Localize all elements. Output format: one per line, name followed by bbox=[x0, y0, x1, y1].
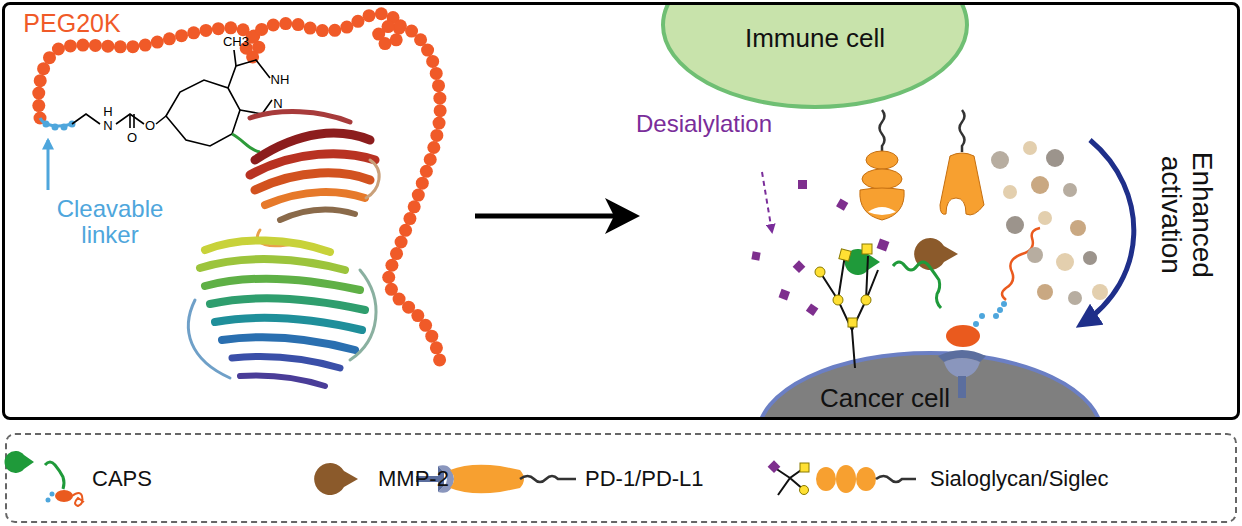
peg-bead bbox=[255, 23, 268, 36]
peg-bead bbox=[52, 43, 65, 56]
peg-bead bbox=[187, 26, 200, 39]
peg-bead bbox=[279, 17, 292, 30]
legend-text: Sialoglycan/Siglec bbox=[930, 467, 1109, 491]
legend-text: PD-1/PD-L1 bbox=[585, 467, 704, 491]
cell-outline bbox=[660, 2, 970, 110]
effect-label: Enhanced activation bbox=[1155, 140, 1217, 290]
atom-label: O bbox=[127, 131, 137, 145]
legend-text: MMP-2 bbox=[378, 467, 449, 491]
peg-bead bbox=[292, 18, 305, 31]
peg-bead bbox=[32, 87, 45, 100]
peg-bead bbox=[399, 224, 412, 237]
peg-bead bbox=[76, 39, 89, 52]
peg-bead bbox=[430, 341, 443, 354]
cell-membrane bbox=[758, 353, 1102, 420]
peg-bead bbox=[427, 141, 440, 154]
atom-label: CH3 bbox=[223, 35, 249, 49]
peg-bead bbox=[430, 129, 443, 142]
peg-bead bbox=[175, 29, 188, 42]
peg-bead bbox=[89, 39, 102, 52]
peg-bead bbox=[394, 19, 407, 32]
peg-bead bbox=[64, 39, 77, 52]
peg-bead bbox=[426, 55, 439, 68]
cell-label: Cancer cell bbox=[820, 383, 950, 414]
immune-cell: Immune cell bbox=[660, 2, 970, 110]
peg-bead bbox=[385, 259, 398, 272]
peg-bead bbox=[390, 247, 403, 260]
peg-bead bbox=[375, 7, 388, 20]
peg-bead bbox=[151, 36, 164, 49]
peg-bead bbox=[432, 79, 445, 92]
peg-bead bbox=[212, 22, 225, 35]
peg-bead bbox=[434, 104, 447, 117]
peg-bead bbox=[419, 319, 432, 332]
peg-bead bbox=[101, 40, 114, 53]
peg-bead bbox=[340, 21, 353, 34]
peg-bead bbox=[395, 235, 408, 248]
cancer-cell: Cancer cell bbox=[755, 350, 1105, 420]
peg-bead bbox=[424, 153, 437, 166]
peg-bead bbox=[382, 271, 395, 284]
peg-bead bbox=[425, 330, 438, 343]
peg-bead bbox=[328, 24, 341, 37]
peg-bead bbox=[403, 212, 416, 225]
peg-bead bbox=[363, 9, 376, 22]
peg-bead bbox=[139, 39, 152, 52]
peg-bead bbox=[412, 189, 425, 202]
illustration bbox=[2, 2, 1240, 420]
peg-bead bbox=[433, 117, 446, 130]
peg-bead bbox=[390, 33, 403, 46]
linker-label: Cleavable linker bbox=[45, 196, 175, 249]
peg-bead bbox=[267, 18, 280, 31]
peg-bead bbox=[224, 21, 237, 34]
peg-bead bbox=[163, 32, 176, 45]
peg-bead bbox=[420, 165, 433, 178]
peg-bead bbox=[37, 62, 50, 75]
peg-bead bbox=[32, 99, 45, 112]
legend-text: CAPS bbox=[92, 467, 152, 491]
main-panel: Immune cellCancer cell bbox=[2, 2, 1240, 420]
peg-bead bbox=[421, 44, 434, 57]
cell-membrane bbox=[663, 2, 967, 107]
atom-label: N bbox=[103, 119, 112, 133]
polymer-label: PEG20K bbox=[23, 10, 120, 38]
process-label: Desialylation bbox=[636, 111, 772, 137]
peg-bead bbox=[351, 15, 364, 28]
peg-bead bbox=[382, 20, 395, 33]
peg-bead bbox=[199, 24, 212, 37]
peg-bead bbox=[114, 40, 127, 53]
cell-label: Immune cell bbox=[745, 23, 885, 54]
peg-bead bbox=[416, 177, 429, 190]
peg-bead bbox=[433, 92, 446, 105]
peg-bead bbox=[430, 67, 443, 80]
atom-label: O bbox=[145, 119, 155, 133]
peg-bead bbox=[304, 22, 317, 35]
peg-bead bbox=[316, 24, 329, 37]
atom-label: NH bbox=[271, 73, 290, 87]
peg-bead bbox=[433, 353, 446, 366]
peg-bead bbox=[408, 200, 421, 213]
peg-bead bbox=[34, 74, 47, 87]
atom-label: H bbox=[103, 105, 112, 119]
peg-bead bbox=[126, 40, 139, 53]
atom-label: N bbox=[273, 97, 282, 111]
